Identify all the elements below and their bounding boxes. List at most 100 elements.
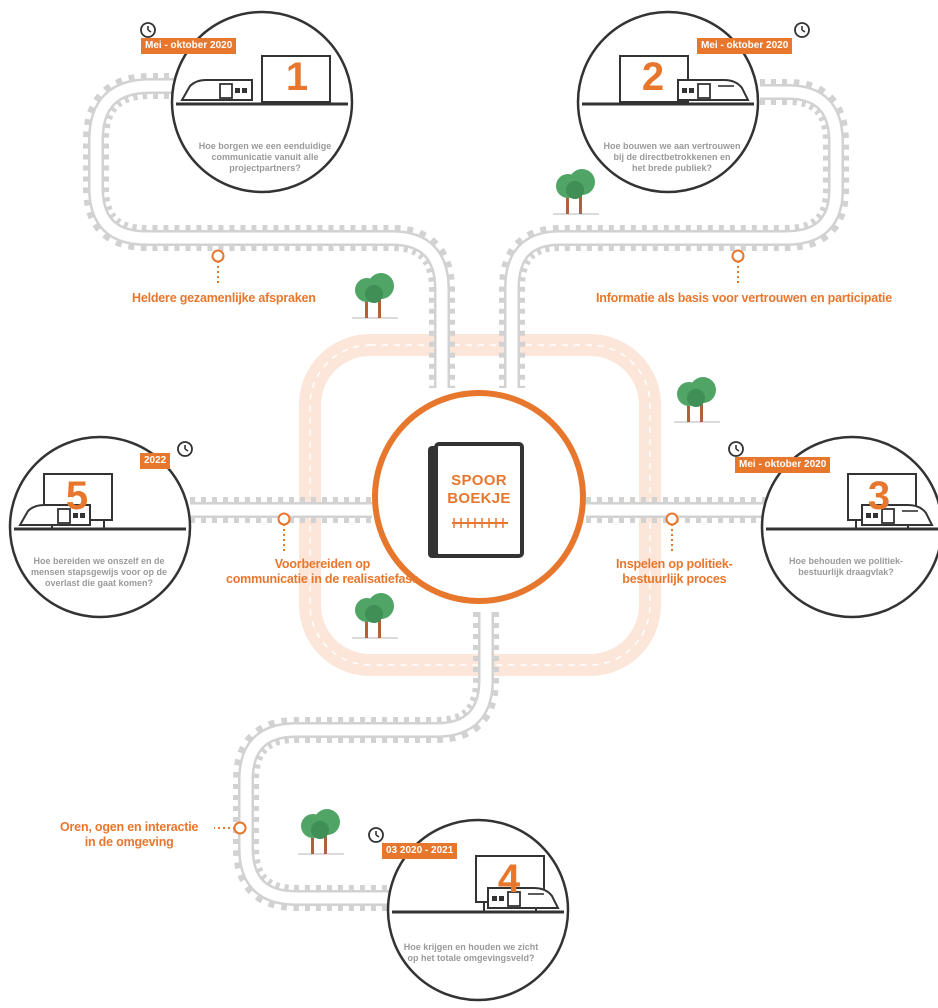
question-line: Hoe bereiden we onszelf en de [33,556,165,566]
track-route-1 [83,73,455,388]
station-3 [728,435,938,619]
station-3-date: Mei - oktober 2020 [735,457,831,473]
marker-route-5 [277,512,291,552]
station-1-question: Hoe borgen we een eenduidige communicati… [190,141,340,174]
station-2-question: Hoe bouwen we aan vertrouwen bij de dire… [597,141,747,174]
question-line: Hoe behouden we politiek- [788,556,903,566]
station-5 [8,435,193,619]
question-line: overlast die gaat komen? [44,578,154,588]
spoorboekje-hub [372,390,586,604]
train [677,79,750,101]
book-cover [434,442,524,558]
label-line: Inspelen op politiek- [616,557,733,571]
marker-dot [665,512,679,526]
station-1-number: 1 [285,55,309,99]
train-window [492,896,497,901]
marker-route-3 [665,512,679,552]
train-door [881,508,895,524]
label-line: Voorbereiden op [274,557,371,571]
station-3-number: 3 [867,474,891,518]
tree-trunk [378,298,381,318]
tree-trunk [365,620,368,638]
station-3-question: Hoe behouden we politiek- bestuurlijk dr… [776,556,916,578]
label-oren-ogen: Oren, ogen en interactie in de omgeving [60,820,198,850]
question-line: op het totale omgevingsveld? [407,953,535,963]
track-rails-inner [506,86,842,388]
station-4-date: 03 2020 - 2021 [382,843,458,859]
marker-route-2 [731,249,745,286]
marker-dot [731,249,745,263]
train-window [866,513,871,518]
question-line: Hoe krijgen en houden we zicht [403,942,539,952]
tree-crown [311,821,329,839]
clock-hand [735,448,740,452]
clock-hand [184,448,189,452]
tree-trunk [365,300,368,318]
clock-icon [368,827,384,843]
label-line: Heldere gezamenlijke afspraken [132,291,316,305]
question-line: mensen stapsgewijs voor op de [30,567,168,577]
tree-trunk [378,618,381,638]
question-line: Hoe borgen we een eenduidige [198,141,332,151]
train-window [689,88,694,93]
station-5-date: 2022 [140,453,171,469]
tree-crown [687,389,705,407]
train-window [73,513,78,518]
train-door [219,83,233,99]
question-line: bij de directbetrokkenen en [613,152,731,162]
tree-trunk [687,404,690,422]
clock-hand [147,29,152,33]
clock-icon [728,441,744,457]
billboard [261,55,331,103]
label-inspelen: Inspelen op politiek- bestuurlijk proces [616,557,733,587]
train [487,887,560,909]
station-1 [140,10,354,194]
book-title-line1: SPOOR [451,472,507,489]
tree-4 [352,593,398,639]
station-2 [576,10,810,194]
label-line: Oren, ogen en interactie [60,820,199,834]
tree-3 [674,377,720,423]
clock-hand [375,834,380,838]
tree-1 [352,273,398,319]
train-window [682,88,687,93]
track-rails-inner [90,80,448,388]
marker-dot [211,249,225,263]
station-2-date: Mei - oktober 2020 [697,38,793,54]
question-line: bestuurlijk draagvlak? [798,567,894,577]
train-window [242,88,247,93]
track-rails-inner [240,612,492,904]
railway-tracks [83,73,849,911]
tree-trunk [566,196,569,214]
train-door [697,83,711,99]
station-4-question: Hoe krijgen en houden we zicht op het to… [396,942,546,964]
label-voorbereiden: Voorbereiden op communicatie in de reali… [226,557,419,587]
billboard [619,55,689,103]
station-5-number: 5 [65,474,89,518]
question-line: het brede publiek? [631,163,712,173]
marker-dot [277,512,291,526]
train-window [499,896,504,901]
tree-trunk [324,834,327,854]
tree-5 [298,809,344,855]
station-1-date: Mei - oktober 2020 [141,38,237,54]
clock-icon [140,22,156,38]
train [180,79,253,101]
tree-trunk [579,194,582,214]
train-door [57,508,71,524]
tree-2 [553,169,599,215]
question-line: projectpartners? [229,163,301,173]
tree-crown [365,605,383,623]
clock-icon [177,441,193,457]
clock-hand [801,29,806,33]
tree-trunk [700,402,703,422]
label-heldere-afspraken: Heldere gezamenlijke afspraken [132,291,316,306]
route-markers [211,249,745,835]
marker-route-4 [214,821,247,835]
label-informatie: Informatie als basis voor vertrouwen en … [596,291,892,306]
trees [298,169,720,855]
label-line: Informatie als basis voor vertrouwen en … [596,291,892,305]
stations [8,10,938,1002]
